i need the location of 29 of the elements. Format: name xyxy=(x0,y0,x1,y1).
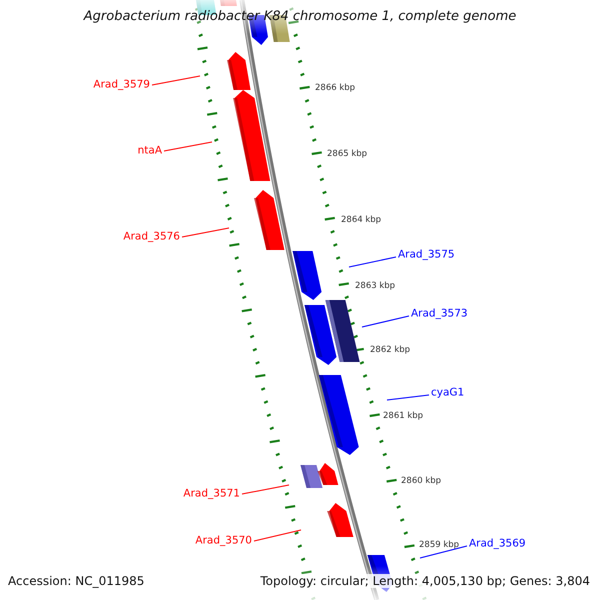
chart-title: Agrobacterium radiobacter K84 chromosome 1, complete genome xyxy=(82,9,518,24)
gene-label: Arad_3569 xyxy=(469,538,526,550)
leader-line xyxy=(254,530,302,542)
scale-label: 2863 kbp xyxy=(355,281,396,291)
gene-label: Arad_3576 xyxy=(123,230,180,244)
leader-line xyxy=(242,484,290,494)
gene-label: Arad_3570 xyxy=(195,534,252,548)
scale-label: 2860 kbp xyxy=(401,476,442,486)
leader-line xyxy=(164,142,212,152)
scale-label: 2865 kbp xyxy=(327,149,368,159)
leader-line xyxy=(420,546,468,558)
gene-label: cyaG1 xyxy=(431,386,464,400)
leader-line xyxy=(362,316,410,328)
leader-line xyxy=(348,256,396,268)
gene-label: Arad_3579 xyxy=(93,78,150,92)
leader-line xyxy=(386,394,430,400)
gene-label: ntaA xyxy=(138,144,162,158)
leader-line xyxy=(152,76,200,86)
genome-summary-text: Topology: circular; Length: 4,005,130 bp; Genes: 3,804 xyxy=(260,574,590,588)
gene-label: Arad_3575 xyxy=(398,248,455,262)
scale-label: 2862 kbp xyxy=(370,345,410,355)
scale-label: 2866 kbp xyxy=(315,83,356,93)
scale-label: 2861 kbp xyxy=(383,411,424,421)
scale-label: 2864 kbp xyxy=(341,215,382,225)
scale-label: 2859 kbp xyxy=(419,540,460,550)
gene-label: Arad_3571 xyxy=(183,488,240,500)
gene-label: Arad_3573 xyxy=(411,308,468,320)
accession-text: Accession: NC_011985 xyxy=(8,574,144,588)
leader-line xyxy=(182,228,230,238)
